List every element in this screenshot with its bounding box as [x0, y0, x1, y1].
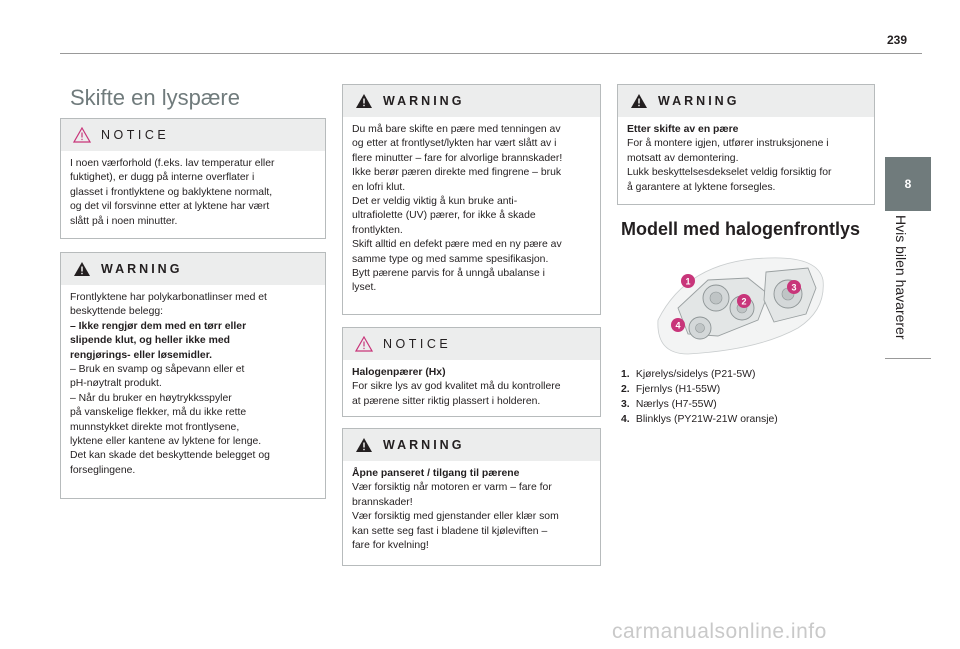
svg-text:4: 4 [675, 321, 680, 331]
watermark: carmanualsonline.info [612, 620, 827, 643]
text-line: og etter at frontlyset/lykten har vært s… [352, 138, 557, 150]
text-line: Vær forsiktig når motoren er varm – fare… [352, 482, 552, 494]
chapter-title: Hvis bilen havarerer [893, 215, 909, 340]
text-line: en lofri klut. [352, 181, 406, 193]
text-line: For å montere igjen, utfører instruksjon… [627, 138, 829, 150]
warning-subtitle: Åpne panseret / tilgang til pærene [352, 468, 520, 479]
text-line: å garantere at lyktene forsegles. [627, 181, 776, 193]
warning-box: WARNING Etter skifte av en pære For å mo… [617, 84, 875, 205]
warning-header: WARNING [618, 85, 874, 117]
text-line: brannskader! [352, 496, 413, 508]
legend-item: 2. Fjernlys (H1-55W) [621, 384, 721, 395]
warning-label: WARNING [383, 94, 465, 108]
diagram-marker-3: 3 [787, 280, 801, 294]
side-rule [885, 358, 931, 359]
diagram-marker-2: 2 [737, 294, 751, 308]
text-line: fuktighet), er dugg på interne overflate… [70, 172, 255, 184]
text-line: munnstykket direkte mot frontlysene, [70, 421, 240, 433]
svg-text:2: 2 [741, 297, 746, 307]
legend-item: 4. Blinklys (PY21W-21W oransje) [621, 414, 778, 425]
notice-triangle-icon [355, 336, 373, 352]
warning-header: WARNING [61, 253, 325, 285]
page-number: 239 [886, 33, 908, 47]
text-line: motsatt av demontering. [627, 152, 739, 164]
legend-item: 1. Kjørelys/sidelys (P21-5W) [621, 369, 756, 380]
notice-subtitle: Halogenpærer (Hx) [352, 367, 446, 378]
warning-box: WARNING Frontlyktene har polykarbonatlin… [60, 252, 326, 499]
text-line: beskyttende belegg: [70, 306, 164, 318]
svg-text:1: 1 [685, 277, 690, 287]
text-line: frontlykten. [352, 224, 403, 236]
text-line: kan sette seg fast i bladene til kjølevi… [352, 525, 548, 537]
warning-header: WARNING [343, 429, 600, 461]
text-line: slipende klut, og heller ikke med [70, 335, 230, 347]
text-line: glasset i frontlyktene og baklyktene nor… [70, 186, 273, 198]
text-line: fare for kvelning! [352, 540, 429, 552]
chapter-tab[interactable]: 8 [885, 157, 931, 211]
svg-text:3: 3 [791, 283, 796, 293]
warning-text: Åpne panseret / tilgang til pærene Vær f… [343, 461, 600, 553]
text-line: samme type og med samme spesifikasjon. [352, 253, 549, 265]
warning-triangle-icon [74, 262, 90, 276]
text-line: rengjørings- eller løsemidler. [70, 349, 213, 361]
text-line: forseglingene. [70, 464, 136, 476]
warning-text: Etter skifte av en pære For å montere ig… [618, 117, 874, 195]
text-line: lyktene eller kantene av lyktene for len… [70, 436, 262, 448]
notice-box: NOTICE I noen værforhold (f.eks. lav tem… [60, 118, 326, 239]
notice-header: NOTICE [343, 328, 600, 360]
text-line: Bytt pærene parvis for å unngå ubalanse … [352, 268, 545, 280]
text-line: på vanskelige flekker, må du ikke rette [70, 407, 247, 419]
notice-text: Halogenpærer (Hx) For sikre lys av god k… [343, 360, 600, 409]
warning-triangle-icon [356, 94, 372, 108]
headlamp-diagram: 1 2 3 4 [657, 257, 824, 355]
notice-label: NOTICE [101, 128, 170, 142]
warning-box: WARNING Åpne panseret / tilgang til pære… [342, 428, 601, 566]
warning-triangle-icon [631, 94, 647, 108]
warning-subtitle: Etter skifte av en pære [627, 124, 739, 135]
text-line: Skift alltid en defekt pære med en ny pæ… [352, 239, 562, 251]
notice-label: NOTICE [383, 337, 452, 351]
warning-label: WARNING [658, 94, 740, 108]
diagram-marker-1: 1 [681, 274, 695, 288]
notice-header: NOTICE [61, 119, 325, 151]
diagram-marker-4: 4 [671, 318, 685, 332]
text-line: Det kan skade det beskyttende belegget o… [70, 450, 270, 462]
warning-label: WARNING [383, 438, 465, 452]
text-line: For sikre lys av god kvalitet må du kont… [352, 381, 561, 393]
text-line: flere minutter – fare for alvorlige bran… [352, 152, 563, 164]
text-line: Lukk beskyttelsesdekselet veldig forsikt… [627, 167, 832, 179]
warning-text: Frontlyktene har polykarbonatlinser med … [61, 285, 325, 478]
notice-box: NOTICE Halogenpærer (Hx) For sikre lys a… [342, 327, 601, 417]
text-line: – Ikke rengjør dem med en tørr eller [70, 320, 247, 332]
text-line: Ikke berør pæren direkte med fingrene – … [352, 167, 562, 179]
text-line: ultrafiolette (UV) pærer, for ikke å ska… [352, 210, 536, 222]
subsection-title: Modell med halogenfrontlys [621, 219, 861, 239]
warning-text: Du må bare skifte en pære med tenningen … [343, 117, 600, 296]
text-line: Vær forsiktig med gjenstander eller klær… [352, 511, 559, 523]
text-line: – Bruk en svamp og såpevann eller et [70, 364, 245, 376]
legend-item: 3. Nærlys (H7-55W) [621, 399, 717, 410]
text-line: Du må bare skifte en pære med tenningen … [352, 124, 561, 135]
warning-box: WARNING Du må bare skifte en pære med te… [342, 84, 601, 315]
warning-triangle-icon [356, 438, 372, 452]
text-line: og det vil forsvinne etter at lyktene ha… [70, 201, 270, 213]
text-line: pH-nøytralt produkt. [70, 378, 162, 390]
text-line: lyset. [352, 282, 377, 294]
text-line: I noen værforhold (f.eks. lav temperatur… [70, 158, 275, 169]
warning-header: WARNING [343, 85, 600, 117]
top-rule [60, 53, 922, 54]
warning-label: WARNING [101, 262, 183, 276]
bulb-legend: 1. Kjørelys/sidelys (P21-5W) 2. Fjernlys… [621, 367, 778, 427]
text-line: slått på i noen minutter. [70, 215, 178, 227]
text-line: Det er veldig viktig å kun bruke anti- [352, 196, 518, 208]
notice-text: I noen værforhold (f.eks. lav temperatur… [61, 151, 325, 229]
text-line: at pærene sitter riktig plassert i holde… [352, 395, 541, 407]
text-line: Frontlyktene har polykarbonatlinser med … [70, 292, 267, 303]
text-line: – Når du bruker en høytrykksspyler [70, 392, 232, 404]
section-title: Skifte en lyspære [70, 85, 240, 110]
notice-triangle-icon [73, 127, 91, 143]
